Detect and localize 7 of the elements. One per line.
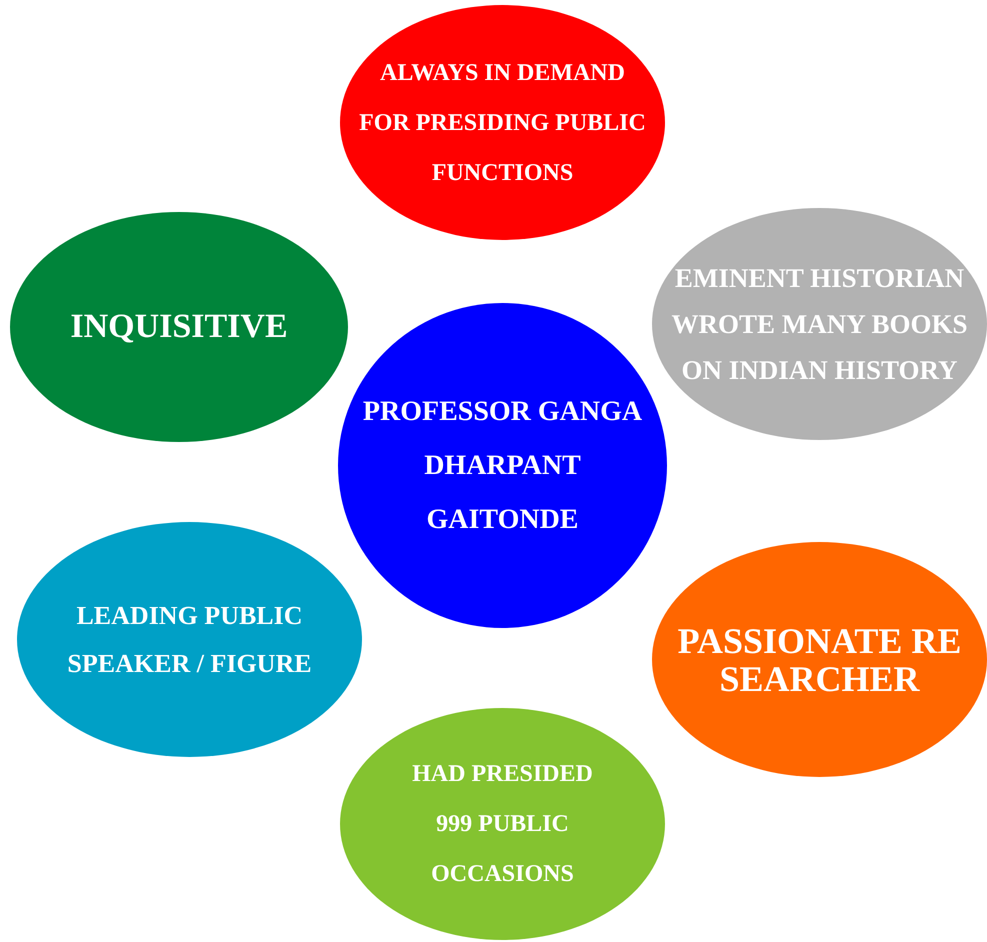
ellipse-text: EMINENT HISTORIAN WROTE MANY BOOKS ON INDIAN HISTORY <box>670 262 969 387</box>
ellipse-text: INQUISITIVE <box>69 307 289 347</box>
ellipse-text: PASSIONATE RE SEARCHER <box>676 622 962 698</box>
ellipse-text: HAD PRESIDED 999 PUBLIC OCCASIONS <box>411 760 594 889</box>
ellipse-text: LEADING PUBLIC SPEAKER / FIGURE <box>66 600 313 680</box>
ellipse-text: ALWAYS IN DEMAND FOR PRESIDING PUBLIC FUNCTIONS <box>358 58 647 188</box>
ellipse-text: PROFESSOR GANGA DHARPANT GAITONDE <box>362 394 644 536</box>
